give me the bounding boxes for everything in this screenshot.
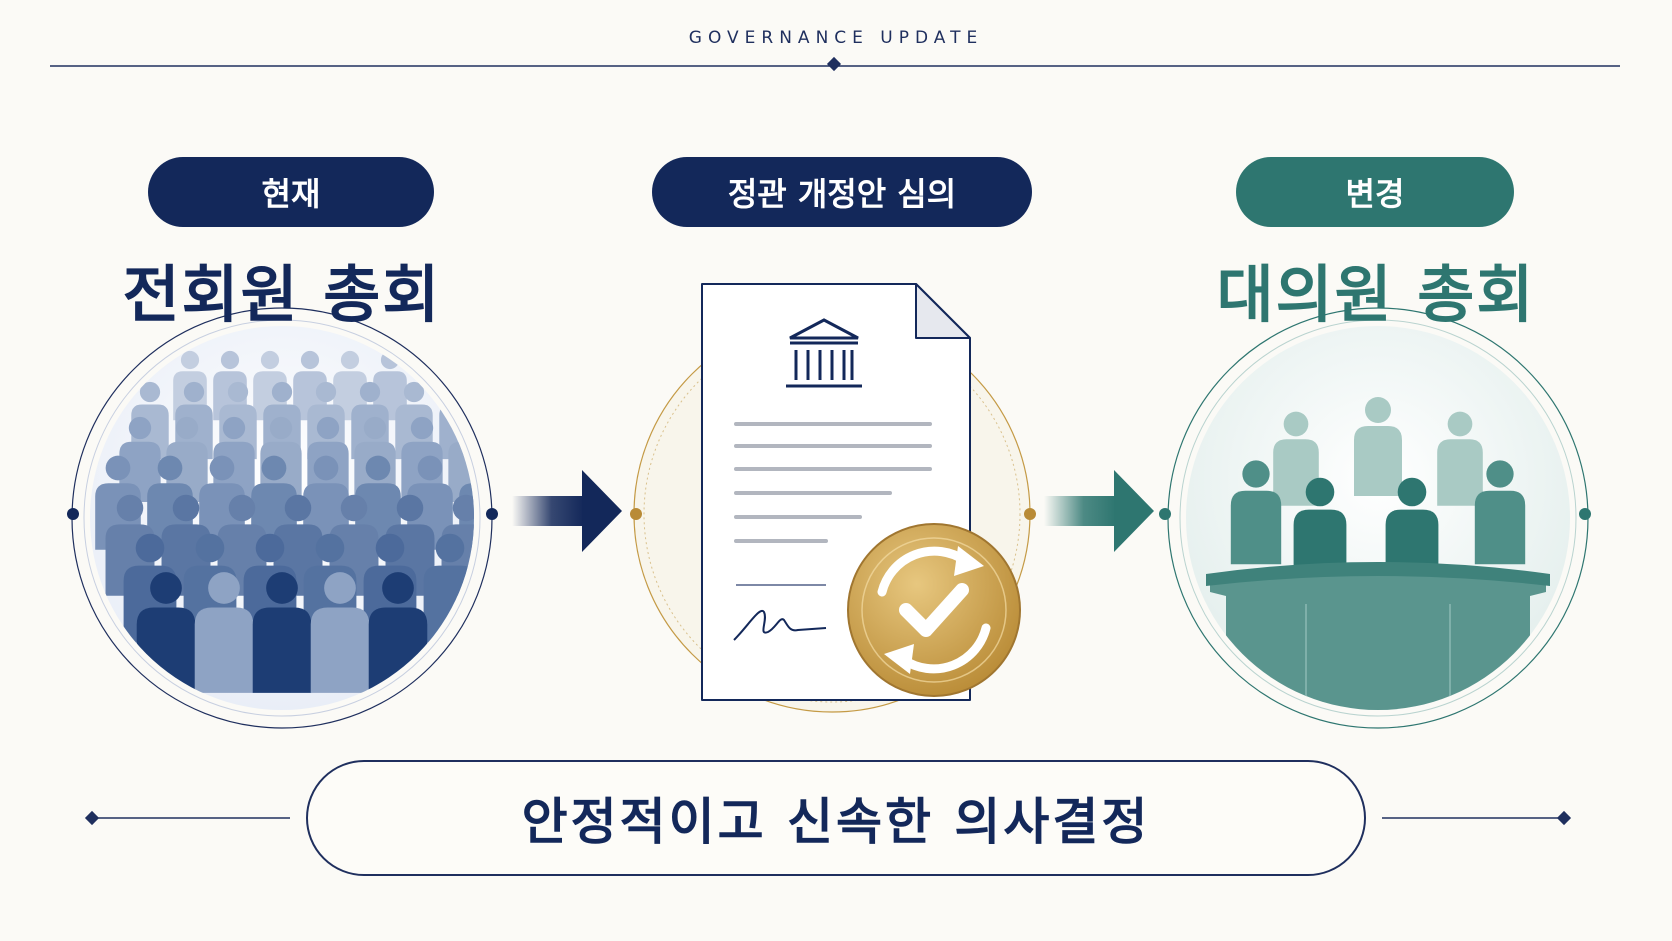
header-diamond	[826, 56, 842, 72]
crowd-icon	[67, 307, 498, 729]
conclusion-banner: 안정적이고 신속한 의사결정	[306, 760, 1366, 876]
kicker-label: GOVERNANCE UPDATE	[688, 28, 984, 48]
changed-badge: 변경	[1236, 157, 1514, 227]
current-badge: 현재	[148, 157, 434, 227]
delegates-assembly-icon	[1159, 307, 1591, 729]
approval-cycle-icon	[847, 523, 1021, 697]
current-title: 전회원 총회	[122, 258, 442, 331]
changed-title: 대의원 총회	[1216, 258, 1536, 331]
arrow-right-icon	[1044, 470, 1154, 552]
process-badge: 정관 개정안 심의	[652, 157, 1032, 227]
arrow-right-icon	[512, 470, 622, 552]
